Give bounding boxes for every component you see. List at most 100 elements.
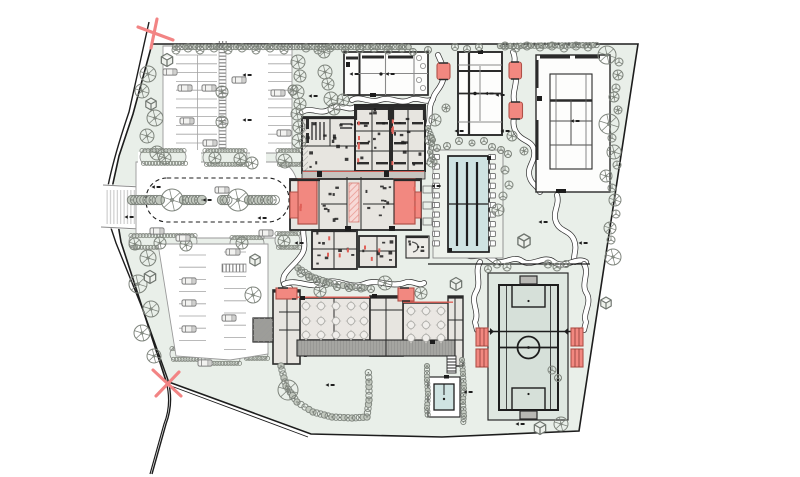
shrub <box>332 413 340 421</box>
furniture-speck <box>380 185 384 188</box>
tree-wheel <box>215 85 229 99</box>
main-building <box>277 104 461 358</box>
hedge-scallop <box>281 244 287 250</box>
sun-lounger <box>488 240 496 247</box>
furniture-speck <box>350 123 354 126</box>
shrub <box>226 43 233 51</box>
red-door-tick <box>413 196 416 201</box>
sun-lounger <box>488 163 496 170</box>
car <box>231 76 247 84</box>
furniture-speck <box>316 232 319 235</box>
car <box>149 227 165 235</box>
hedge-scallop <box>206 161 212 167</box>
hedge-scallop <box>146 233 152 239</box>
hedge-scallop <box>235 161 241 167</box>
hedge-scallop <box>225 360 231 366</box>
tree-wheel <box>441 103 451 113</box>
interior-walls <box>302 105 425 269</box>
furniture-speck <box>388 251 393 255</box>
furniture-speck <box>399 133 404 137</box>
car <box>202 139 218 147</box>
sun-lounger <box>432 221 440 228</box>
hedge-scallop <box>251 235 257 241</box>
hedge-scallop <box>181 148 187 154</box>
furniture-speck <box>363 124 368 127</box>
tree-wheel <box>139 128 155 144</box>
hedge-scallop <box>134 233 140 239</box>
tree-wheel <box>293 69 307 83</box>
red-door-tick <box>391 161 394 166</box>
hedge-scallop <box>287 161 293 167</box>
hedge-scallop <box>293 161 299 167</box>
tree-wheel <box>377 275 393 291</box>
furniture-speck <box>406 130 411 134</box>
penalty-box-north <box>511 284 546 308</box>
hedge-scallop <box>165 233 171 239</box>
hedge-scallop <box>172 148 178 154</box>
hedge-scallop <box>218 161 224 167</box>
red-door-tick <box>357 121 360 126</box>
tree-wheel <box>426 156 438 168</box>
car <box>201 84 217 92</box>
hedge-scallop <box>192 233 198 239</box>
tree-wheel <box>291 133 307 149</box>
tree-wheel <box>608 193 622 207</box>
shrub <box>562 42 569 49</box>
shrub <box>459 360 466 367</box>
furniture-speck <box>389 259 392 261</box>
tree-wheel <box>133 324 151 342</box>
tree-wheel <box>128 237 142 251</box>
hedge-scallop <box>290 231 296 237</box>
car <box>162 68 178 76</box>
tree-wheel <box>313 284 327 298</box>
tree-wheel <box>612 69 624 81</box>
furniture-speck <box>398 122 402 124</box>
shrub <box>219 194 230 206</box>
car <box>181 325 197 333</box>
hedge-scallop <box>169 346 175 352</box>
furniture-speck <box>333 136 337 140</box>
penalty-box-south <box>511 387 546 411</box>
hedge-scallop <box>220 360 226 366</box>
car <box>214 186 230 194</box>
hedge-scallop <box>157 148 163 154</box>
sun-lounger <box>488 173 496 180</box>
furniture-speck <box>388 186 392 189</box>
hedge-scallop <box>225 148 231 154</box>
survey-mark-south <box>151 368 183 398</box>
sun-lounger <box>488 230 496 237</box>
furniture-speck <box>335 186 339 189</box>
hedge-scallop <box>148 244 154 250</box>
sun-lounger <box>488 192 496 199</box>
hedge-scallop <box>283 148 289 154</box>
tree-wheel <box>327 102 341 116</box>
hedge-scallop <box>254 355 260 361</box>
hedge-scallop <box>155 160 161 166</box>
hedge-scallop <box>231 148 237 154</box>
hedge-scallop <box>168 233 174 239</box>
tree-cube <box>533 420 547 436</box>
tree-wheel <box>158 151 172 165</box>
sun-lounger <box>432 173 440 180</box>
hedge-scallop <box>212 161 218 167</box>
tree-cube <box>145 97 157 111</box>
car <box>181 277 197 285</box>
furniture-speck <box>323 134 327 137</box>
tree-wheel <box>606 144 622 160</box>
hedge-scallop <box>294 148 300 154</box>
red-hall-east-apse <box>414 191 422 219</box>
furniture-speck <box>328 192 332 196</box>
kiosk-1 <box>436 62 451 81</box>
shrub <box>347 43 355 51</box>
shrub <box>365 373 373 381</box>
furniture-speck <box>386 201 390 205</box>
tree-wheel <box>142 300 160 318</box>
furniture-speck <box>331 139 335 143</box>
tree-wheel <box>290 54 306 70</box>
parking-walk-spine <box>218 47 227 153</box>
hedge-scallop <box>279 161 285 167</box>
tree-wheel <box>233 152 247 166</box>
red-hall-west-apse <box>289 191 299 219</box>
loop-lane-dashed <box>145 177 290 223</box>
